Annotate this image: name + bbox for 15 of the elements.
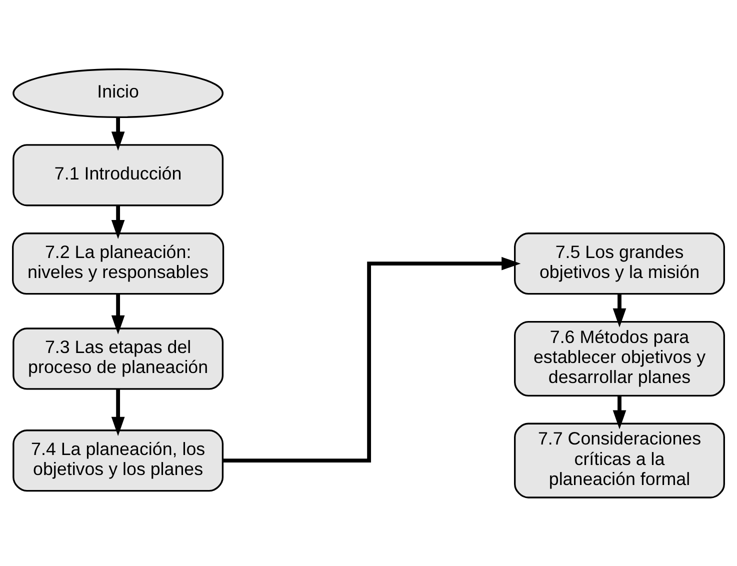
arrow [111, 205, 125, 239]
arrow [111, 388, 125, 436]
node-box: 7.1 Introducción [12, 144, 224, 206]
node-box: 7.7 Consideraciones críticas a la planeación formal [514, 422, 725, 498]
arrow [612, 395, 626, 429]
node-box: 7.6 Métodos para establecer objetivos y desarrollar planes [514, 320, 725, 396]
node-ellipse: Inicio [12, 68, 224, 118]
node-box: 7.5 Los grandes objetivos y la misión [514, 232, 725, 294]
node-box: 7.3 Las etapas del proceso de planeación [12, 327, 224, 390]
arrow [612, 294, 626, 327]
node-box: 7.2 La planeación: niveles y responsables [12, 232, 224, 294]
node-box: 7.4 La planeación, los objetivos y los planes [12, 429, 224, 492]
arrow [111, 294, 125, 334]
arrow [111, 116, 125, 150]
arrow [223, 256, 521, 462]
